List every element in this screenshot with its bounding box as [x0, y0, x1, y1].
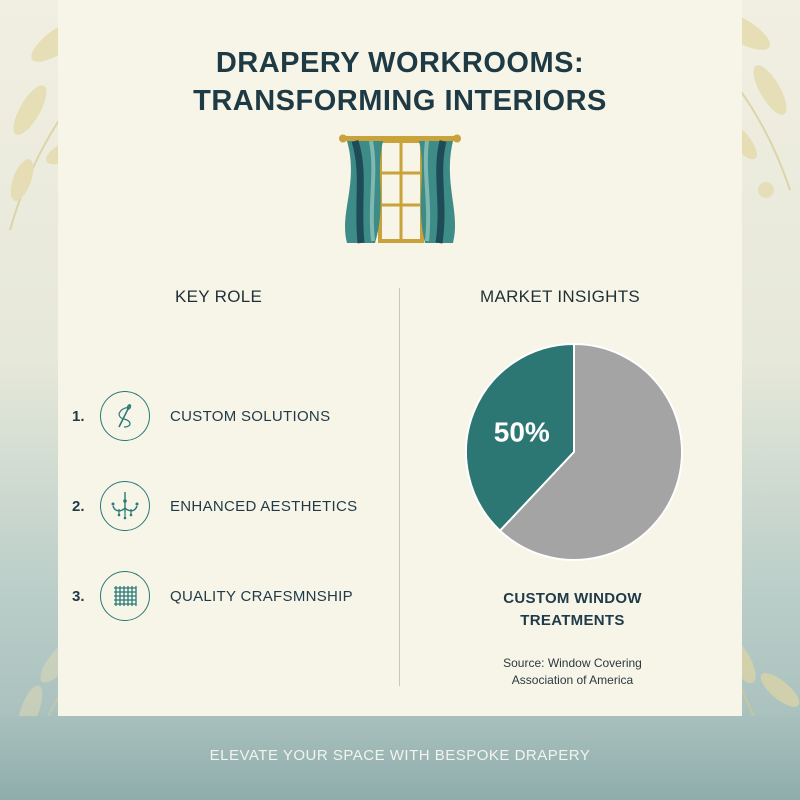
list-item: 3. QUALITY CRAFSMNSHIP	[72, 571, 353, 621]
pie-caption: CUSTOM WINDOW TREATMENTS	[440, 588, 705, 632]
list-item: 2. ENHANCED AESTHETICS	[72, 481, 357, 531]
pie-caption-line-1: CUSTOM WINDOW	[503, 590, 642, 607]
list-number: 1.	[72, 407, 85, 425]
footer-tagline: ELEVATE YOUR SPACE WITH BESPOKE DRAPERY	[209, 747, 591, 764]
pie-caption-line-2: TREATMENTS	[520, 612, 625, 629]
market-pie-chart: 50%	[465, 342, 683, 561]
fabric-weave-icon	[100, 571, 150, 621]
column-divider	[399, 288, 400, 686]
pie-slice-label: 50%	[494, 416, 550, 447]
needle-thread-icon	[100, 391, 150, 441]
title-line-1: DRAPERY WORKROOMS:	[215, 47, 585, 79]
pie-slice-1	[498, 342, 683, 561]
list-label: QUALITY CRAFSMNSHIP	[170, 587, 353, 605]
market-insights-heading: MARKET INSIGHTS	[480, 287, 641, 306]
chandelier-icon	[100, 481, 150, 531]
curtain-icon	[339, 134, 461, 244]
source-note: Source: Window Covering Association of A…	[475, 655, 670, 689]
pie-slice-0	[465, 342, 575, 533]
list-label: ENHANCED AESTHETICS	[170, 497, 358, 515]
window-frame	[378, 139, 424, 243]
source-line-2: Association of America	[511, 673, 634, 687]
title-line-2: TRANSFORMING INTERIORS	[193, 85, 607, 117]
list-item: 1. CUSTOM SOLUTIONS	[72, 391, 330, 441]
curtain-rod	[343, 136, 457, 141]
source-line-1: Source: Window Covering	[503, 656, 642, 670]
list-number: 2.	[72, 497, 85, 515]
list-number: 3.	[72, 587, 85, 605]
left-drape	[345, 141, 383, 243]
key-role-heading: KEY ROLE	[175, 287, 263, 306]
list-label: CUSTOM SOLUTIONS	[170, 407, 331, 425]
page-title: DRAPERY WORKROOMS: TRANSFORMING INTERIOR…	[58, 44, 742, 120]
footer-band	[0, 716, 800, 800]
